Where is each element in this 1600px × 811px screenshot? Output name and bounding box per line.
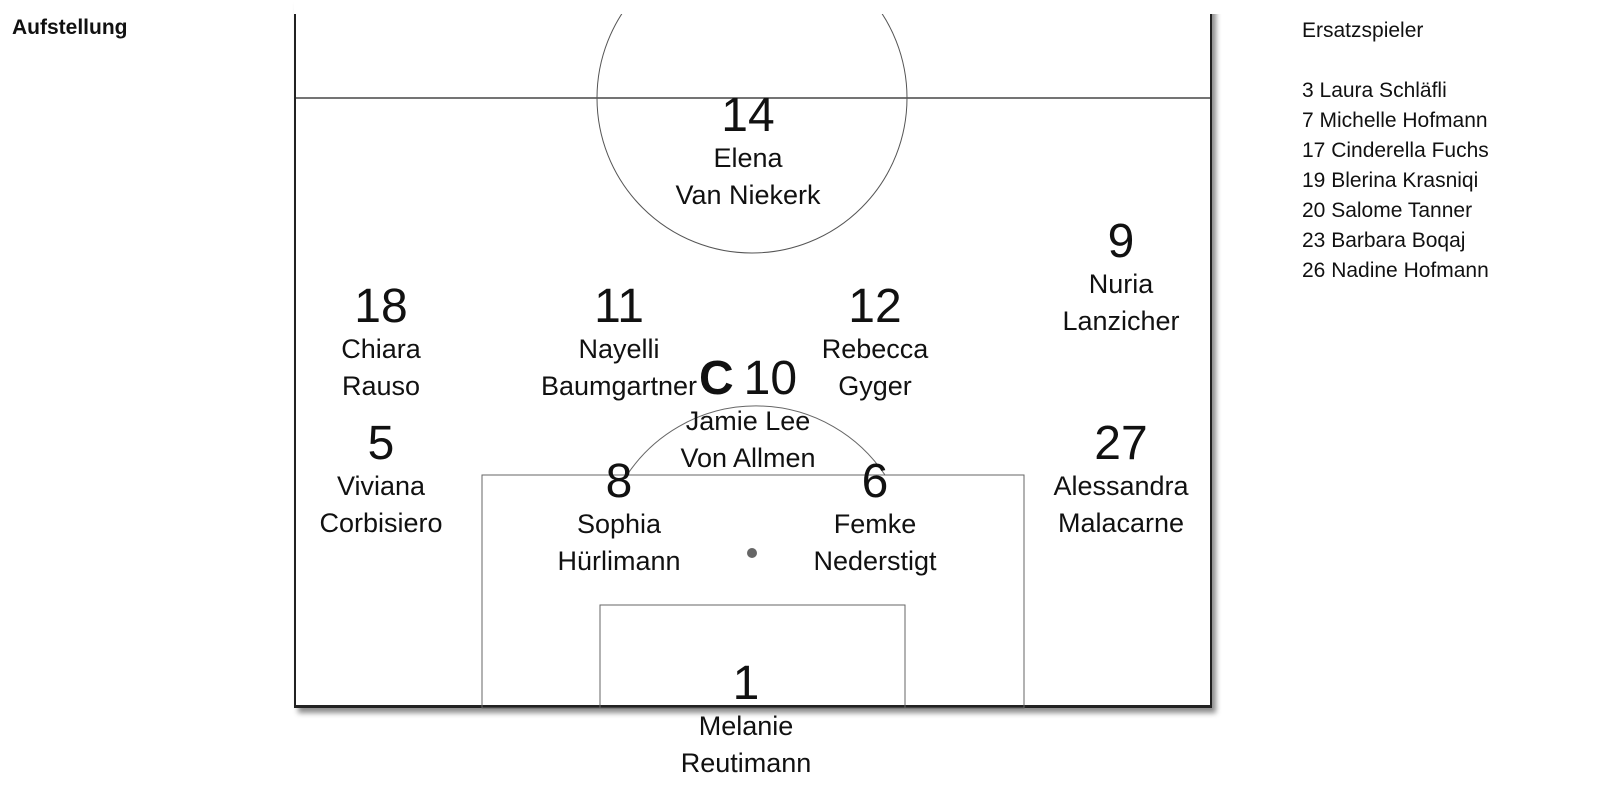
substitutes-list: Ersatzspieler 3 Laura Schläfli 7 Michell… — [1302, 16, 1489, 286]
player-number: 14 — [628, 92, 868, 140]
player-number: 12 — [755, 283, 995, 331]
player-first-name: Rebecca — [821, 334, 929, 364]
goal-area — [599, 604, 906, 709]
substitute-item: 23 Barbara Boqaj — [1302, 229, 1466, 252]
penalty-arc — [626, 405, 886, 476]
lineup-title: Aufstellung — [12, 16, 128, 39]
player-number: 27 — [1001, 420, 1241, 468]
substitute-item: 19 Blerina Krasniqi — [1302, 169, 1479, 192]
player-marker: 6 Femke Nederstigt — [755, 458, 995, 580]
substitute-item: 17 Cinderella Fuchs — [1302, 139, 1489, 162]
player-number-text: 5 — [367, 417, 395, 470]
player-last-name: Malacarne — [1057, 508, 1185, 538]
center-circle — [596, 0, 908, 254]
player-number: 5 — [261, 420, 501, 468]
player-marker: 14 Elena Van Niekerk — [628, 92, 868, 214]
penalty-spot — [747, 548, 757, 558]
player-last-name: Reutimann — [680, 748, 812, 778]
player-last-name: Corbisiero — [319, 508, 443, 538]
player-number: 11 — [499, 283, 739, 331]
player-first-name: Nayelli — [578, 334, 660, 364]
player-number: 18 — [261, 283, 501, 331]
player-marker: 27 Alessandra Malacarne — [1001, 420, 1241, 542]
pitch-top-mask — [294, 0, 1224, 14]
player-number-text: 11 — [594, 280, 644, 333]
player-last-name: Lanzicher — [1062, 306, 1180, 336]
player-number-text: 8 — [605, 455, 633, 508]
player-last-name: Van Niekerk — [675, 180, 821, 210]
player-marker: 5 Viviana Corbisiero — [261, 420, 501, 542]
player-last-name: Nederstigt — [813, 546, 937, 576]
player-marker: 11 Nayelli Baumgartner — [499, 283, 739, 405]
player-number-text: 18 — [354, 280, 408, 333]
player-number-text: 12 — [848, 280, 902, 333]
player-first-name: Elena — [713, 143, 783, 173]
player-marker: 8 Sophia Hürlimann — [499, 458, 739, 580]
player-number-text: 14 — [721, 89, 775, 142]
player-number-text: 6 — [861, 455, 889, 508]
captain-badge: C — [698, 352, 734, 405]
substitute-item: 3 Laura Schläfli — [1302, 79, 1447, 102]
player-marker: 12 Rebecca Gyger — [755, 283, 995, 405]
player-last-name: Baumgartner — [540, 371, 698, 401]
player-last-name: Von Allmen — [680, 443, 816, 473]
player-number: 1 — [626, 660, 866, 708]
player-number: 8 — [499, 458, 739, 506]
player-marker: 9 Nuria Lanzicher — [1001, 218, 1241, 340]
player-number: 6 — [755, 458, 995, 506]
player-first-name: Chiara — [341, 334, 421, 364]
player-number: 9 — [1001, 218, 1241, 266]
substitute-item: 20 Salome Tanner — [1302, 199, 1473, 222]
player-first-name: Alessandra — [1053, 471, 1189, 501]
substitute-item: 7 Michelle Hofmann — [1302, 109, 1488, 132]
player-first-name: Melanie — [698, 711, 794, 741]
player-first-name: Sophia — [576, 509, 662, 539]
player-number-text: 9 — [1107, 215, 1135, 268]
player-first-name: Viviana — [336, 471, 426, 501]
player-first-name: Jamie Lee — [685, 406, 811, 436]
player-number-text: 10 — [743, 352, 798, 405]
player-first-name: Femke — [833, 509, 917, 539]
player-marker: 18 Chiara Rauso — [261, 283, 501, 405]
player-first-name: Nuria — [1088, 269, 1154, 299]
player-last-name: Rauso — [341, 371, 421, 401]
substitute-item: 26 Nadine Hofmann — [1302, 259, 1489, 282]
pitch — [294, 0, 1212, 708]
player-last-name: Gyger — [838, 371, 912, 401]
player-number-text: 1 — [732, 657, 760, 710]
player-number-text: 27 — [1094, 417, 1148, 470]
player-last-name: Hürlimann — [557, 546, 681, 576]
substitutes-heading: Ersatzspieler — [1302, 19, 1424, 42]
player-marker: 1 Melanie Reutimann — [626, 660, 866, 782]
